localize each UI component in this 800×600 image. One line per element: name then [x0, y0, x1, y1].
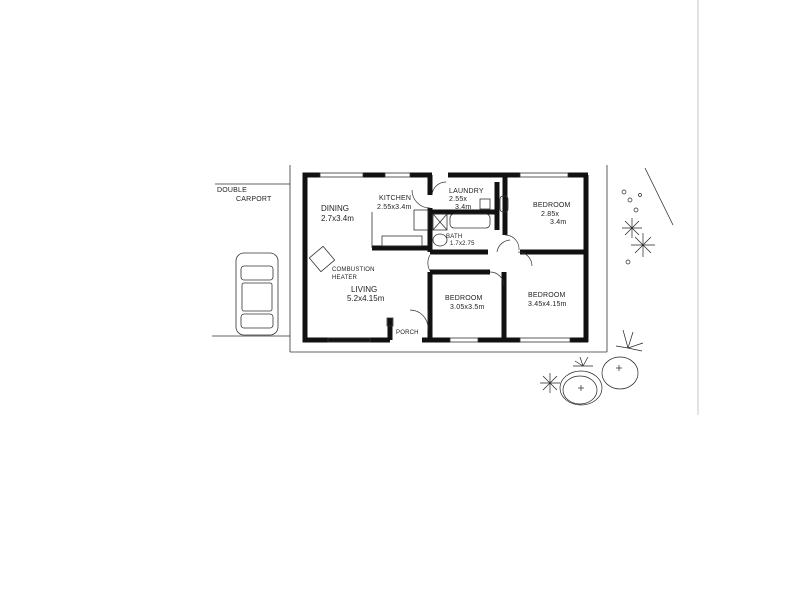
- bedroom-mid-label: BEDROOM: [445, 295, 483, 302]
- heater-label-line2: HEATER: [332, 275, 358, 281]
- bedroom-bottom-right-label: BEDROOM: [528, 292, 566, 299]
- kitchen-size: 2.55x3.4m: [377, 204, 412, 211]
- bedroom-top-right-size-line1: 2.85x: [541, 211, 559, 218]
- bath-label: BATH: [446, 234, 462, 240]
- doors: [409, 181, 533, 330]
- living-label: LIVING: [351, 285, 377, 294]
- dining-size: 2.7x3.4m: [321, 214, 354, 223]
- site-boundary: [212, 165, 674, 353]
- kitchen-label: KITCHEN: [379, 195, 411, 202]
- dining-label: DINING: [321, 204, 349, 213]
- bedroom-bottom-right-size: 3.45x4.15m: [528, 301, 567, 308]
- windows: [319, 172, 571, 343]
- bedroom-mid-size: 3.05x3.5m: [450, 304, 485, 311]
- laundry-label: LAUNDRY: [449, 188, 484, 195]
- carport-label-line2: CARPORT: [236, 196, 272, 203]
- living-size: 5.2x4.15m: [347, 294, 385, 303]
- plant-icon: [540, 189, 655, 406]
- fixtures: [308, 195, 509, 327]
- heater-label-line1: COMBUSTION: [332, 267, 375, 273]
- car-icon: [235, 252, 279, 336]
- walls: [302, 172, 589, 343]
- bath-size: 1.7x2.75: [450, 241, 475, 247]
- laundry-size-line1: 2.55x: [449, 196, 467, 203]
- carport-label-line1: DOUBLE: [217, 187, 247, 194]
- porch-label: PORCH: [396, 330, 419, 336]
- laundry-size-line2: 3.4m: [455, 204, 471, 211]
- bedroom-top-right-size-line2: 3.4m: [550, 219, 566, 226]
- bedroom-top-right-label: BEDROOM: [533, 202, 571, 209]
